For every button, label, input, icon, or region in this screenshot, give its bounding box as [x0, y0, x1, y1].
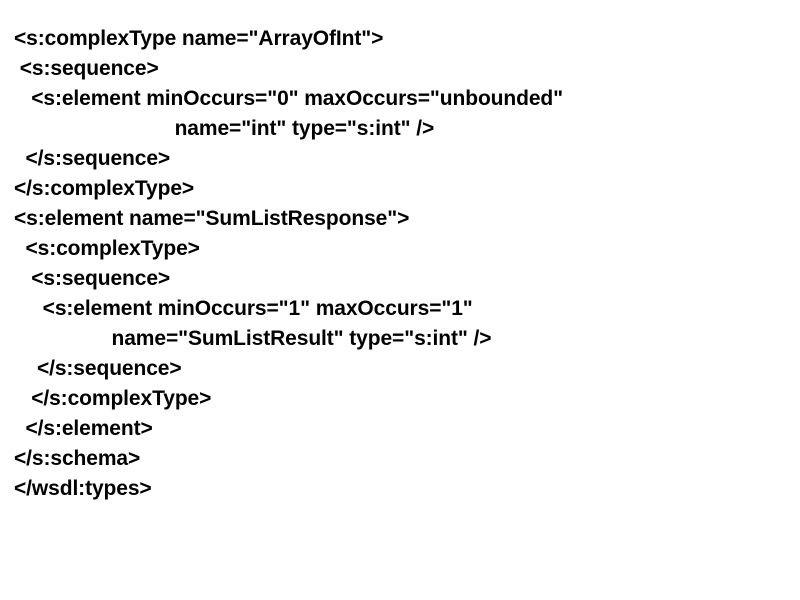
code-line: </s:sequence>	[14, 357, 182, 380]
code-line: </s:complexType>	[14, 387, 212, 410]
code-line: </s:schema>	[14, 447, 141, 470]
code-line: <s:complexType>	[14, 237, 200, 260]
code-line: <s:complexType name="ArrayOfInt">	[14, 27, 384, 50]
code-line: <s:sequence>	[14, 267, 171, 290]
code-line: <s:sequence>	[14, 57, 159, 80]
code-line: </s:complexType>	[14, 177, 195, 200]
code-line: </s:sequence>	[14, 147, 171, 170]
code-listing: <s:complexType name="ArrayOfInt"> <s:seq…	[0, 21, 800, 504]
code-line: </s:element>	[14, 417, 153, 440]
code-line: <s:element name="SumListResponse">	[14, 207, 410, 230]
code-line: <s:element minOccurs="1" maxOccurs="1"	[14, 297, 473, 320]
code-line: </wsdl:types>	[14, 477, 152, 500]
code-line: name="SumListResult" type="s:int" />	[14, 327, 492, 350]
code-line: name="int" type="s:int" />	[14, 117, 435, 140]
code-line: <s:element minOccurs="0" maxOccurs="unbo…	[14, 87, 564, 110]
